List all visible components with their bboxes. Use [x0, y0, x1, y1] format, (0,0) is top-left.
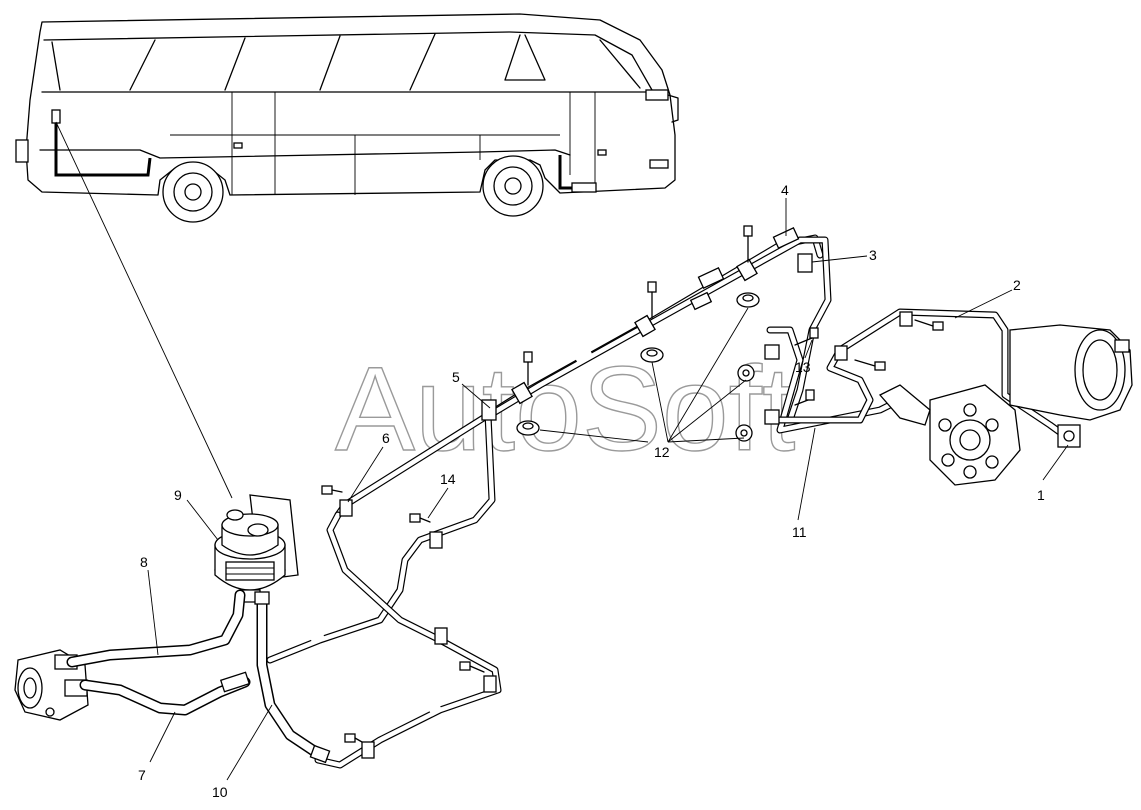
callout-4: 4 [781, 182, 789, 198]
callout-5: 5 [452, 369, 460, 385]
steering-gear [878, 324, 1133, 486]
callout-3: 3 [869, 247, 877, 263]
callout-10: 10 [212, 784, 228, 800]
callout-6: 6 [382, 430, 390, 446]
callouts: 1 2 3 4 5 6 7 8 9 10 11 12 13 14 [138, 182, 1045, 800]
bus-location-leader [55, 121, 233, 499]
callout-14: 14 [440, 471, 456, 487]
callout-13: 13 [795, 359, 811, 375]
return-hose-10 [256, 594, 326, 761]
clamp-set [339, 258, 913, 759]
callout-9: 9 [174, 487, 182, 503]
callout-11: 11 [792, 524, 807, 540]
oil-reservoir [214, 494, 299, 603]
bus-illustration [15, 13, 679, 223]
callout-2: 2 [1013, 277, 1021, 293]
watermark-text: AutoSoft [335, 342, 795, 476]
tube-breaks [307, 345, 593, 717]
coupling-set [689, 227, 813, 311]
pressure-hose-7 [79, 676, 251, 716]
bolt-set [321, 225, 944, 743]
callout-leaders [147, 198, 1069, 781]
hose-fittings [219, 591, 331, 764]
callout-8: 8 [140, 554, 148, 570]
return-line-vertical [266, 411, 496, 664]
callout-12: 12 [654, 444, 670, 460]
suction-hose-8 [66, 589, 246, 668]
grommet-set [516, 292, 760, 442]
callout-1: 1 [1037, 487, 1045, 503]
callout-7: 7 [138, 767, 146, 783]
